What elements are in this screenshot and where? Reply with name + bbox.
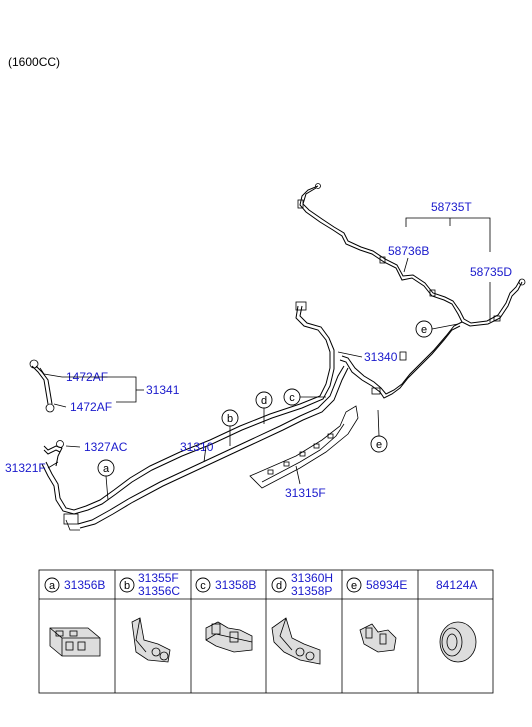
- callout-a: [97, 459, 115, 477]
- svg-text:31355F: 31355F: [138, 571, 179, 585]
- table-cell-b: b 31355F 31356C: [119, 571, 180, 598]
- svg-text:b: b: [227, 413, 233, 425]
- engine-note: (1600CC): [8, 55, 60, 69]
- svg-text:e: e: [421, 324, 427, 336]
- svg-text:31358P: 31358P: [291, 584, 332, 598]
- svg-text:58934E: 58934E: [366, 578, 407, 592]
- svg-text:a: a: [49, 580, 56, 592]
- svg-text:d: d: [276, 580, 282, 592]
- svg-text:e: e: [376, 439, 382, 451]
- callout-b: [221, 409, 239, 427]
- svg-text:d: d: [261, 395, 267, 407]
- label-31341: 31341: [146, 383, 180, 397]
- label-1472AF-bottom: 1472AF: [70, 400, 112, 414]
- table-cell-e: e 58934E: [346, 577, 407, 593]
- callouts: a b d c e e: [97, 320, 459, 501]
- label-31315F: 31315F: [285, 486, 326, 500]
- label-58735T: 58735T: [431, 200, 472, 214]
- table-cell-a: a 31356B: [44, 577, 105, 593]
- svg-text:c: c: [200, 580, 206, 592]
- svg-text:c: c: [289, 392, 295, 404]
- callout-e-lower: [370, 435, 388, 453]
- label-31310: 31310: [180, 440, 214, 454]
- svg-text:31360H: 31360H: [291, 571, 333, 585]
- clip-d-drawing: [271, 617, 321, 665]
- svg-text:e: e: [351, 580, 357, 592]
- callout-e-upper: [415, 320, 433, 338]
- label-58736B: 58736B: [388, 244, 429, 258]
- svg-text:a: a: [103, 463, 110, 475]
- label-1327AC: 1327AC: [84, 440, 128, 454]
- vent-line-assembly: [297, 183, 526, 327]
- svg-text:b: b: [124, 580, 130, 592]
- grommet-drawing: [439, 621, 477, 663]
- svg-text:31356C: 31356C: [138, 584, 180, 598]
- leader-lines: [39, 217, 491, 485]
- label-31321F: 31321F: [5, 461, 46, 475]
- clip-b-drawing: [131, 617, 171, 663]
- part-labels: 58735T 58736B 58735D 31340 1472AF 31341 …: [5, 200, 512, 500]
- left-hose-assembly: [29, 359, 64, 467]
- table-cell-d: d 31360H 31358P: [271, 571, 333, 598]
- main-fuel-lines: [41, 301, 463, 531]
- clip-e-drawing: [359, 623, 397, 653]
- protector-plate: [249, 405, 359, 489]
- callout-d: [255, 391, 273, 409]
- svg-text:84124A: 84124A: [436, 578, 477, 592]
- table-cell-84124A: 84124A: [436, 578, 477, 592]
- table-cell-c: c 31358B: [195, 577, 256, 593]
- clip-a-drawing: [49, 627, 101, 657]
- svg-text:31358B: 31358B: [215, 578, 256, 592]
- label-31340: 31340: [364, 350, 398, 364]
- parts-table: a 31356B b 31355F 31356C c 31358B d 3136…: [38, 569, 494, 694]
- svg-text:31356B: 31356B: [64, 578, 105, 592]
- clip-c-drawing: [205, 621, 253, 653]
- label-58735D: 58735D: [470, 265, 512, 279]
- callout-c: [283, 388, 301, 406]
